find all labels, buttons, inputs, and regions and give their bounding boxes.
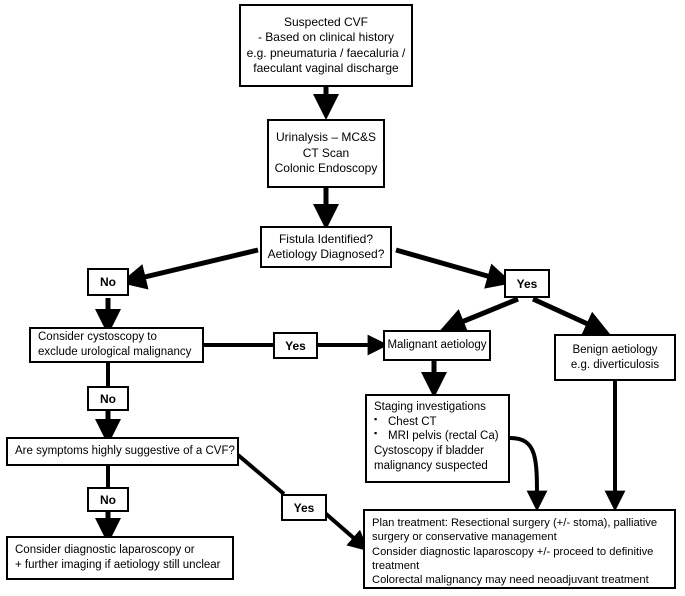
node-line: e.g. pneumaturia / faecaluria / — [246, 45, 406, 60]
node-line: treatment — [372, 559, 420, 572]
node-line: surgery or conservative management — [372, 531, 557, 544]
node-initial-investigations[interactable]: Urinalysis – MC&S CT Scan Colonic Endosc… — [267, 119, 385, 188]
edge-label-yes-fistula[interactable]: Yes — [504, 269, 550, 298]
edge-fistula-to-yes — [395, 247, 513, 289]
edge-staging-to-plan — [509, 436, 548, 512]
edge-label-text: No — [100, 492, 116, 507]
node-consider-cystoscopy[interactable]: Consider cystoscopy to exclude urologica… — [29, 327, 204, 363]
node-line: CT Scan — [302, 145, 350, 160]
node-line: - Based on clinical history — [257, 30, 395, 45]
edge-fistula-to-no — [120, 247, 259, 290]
node-plan-treatment[interactable]: Plan treatment: Resectional surgery (+/-… — [363, 509, 676, 589]
node-line: Consider diagnostic laparoscopy +/- proc… — [372, 545, 654, 558]
node-line: Plan treatment: Resectional surgery (+/-… — [372, 517, 658, 529]
edge-yes-to-plan — [323, 511, 369, 552]
edge-label-text: Yes — [516, 276, 538, 291]
node-line: Suspected CVF — [283, 14, 369, 29]
node-fistula-identified[interactable]: Fistula Identified? Aetiology Diagnosed? — [260, 226, 392, 268]
node-line: malignancy suspected — [374, 459, 488, 472]
node-line: Colorectal malignancy may need neoadjuva… — [372, 574, 649, 587]
edge-label-yes-symptoms[interactable]: Yes — [281, 494, 327, 521]
node-line: Are symptoms highly suggestive of a CVF? — [15, 445, 235, 458]
edge-label-yes-cystoscopy[interactable]: Yes — [273, 332, 318, 359]
edge-label-no-symptoms[interactable]: No — [87, 487, 129, 512]
node-suspected-cvf[interactable]: Suspected CVF - Based on clinical histor… — [239, 4, 413, 87]
edge-label-no-fistula[interactable]: No — [87, 268, 129, 296]
staging-heading: Staging investigations — [374, 401, 486, 413]
node-line: Cystoscopy if bladder — [374, 445, 484, 458]
node-line: Consider cystoscopy to — [38, 331, 157, 344]
node-staging-investigations[interactable]: Staging investigations Chest CT MRI pelv… — [365, 394, 510, 483]
node-line: Consider diagnostic laparoscopy or — [15, 544, 195, 557]
node-malignant-aetiology[interactable]: Malignant aetiology — [383, 330, 491, 361]
edge-yes-to-benign — [531, 296, 611, 336]
edge-label-text: No — [100, 275, 116, 289]
node-line: Benign aetiology — [572, 343, 658, 356]
edge-label-text: No — [100, 391, 116, 406]
node-line: e.g. diverticulosis — [570, 358, 660, 371]
node-line: faeculant vaginal discharge — [253, 60, 399, 75]
edge-symptoms-to-yes — [236, 453, 286, 496]
node-line: Malignant aetiology — [387, 339, 487, 352]
node-line: Urinalysis – MC&S — [275, 130, 377, 145]
edge-yes-to-malignant-branch — [439, 296, 519, 334]
edge-label-text: Yes — [285, 338, 306, 353]
node-line: Aetiology Diagnosed? — [267, 247, 385, 261]
staging-bullet: MRI pelvis (rectal Ca) — [374, 428, 499, 444]
node-line: Colonic Endoscopy — [274, 161, 378, 176]
staging-bullet: Chest CT — [374, 414, 437, 430]
edge-label-no-cystoscopy[interactable]: No — [87, 386, 129, 411]
node-benign-aetiology[interactable]: Benign aetiology e.g. diverticulosis — [554, 334, 676, 381]
node-diagnostic-laparoscopy[interactable]: Consider diagnostic laparoscopy or + fur… — [6, 536, 234, 580]
node-line: exclude urological malignancy — [38, 346, 192, 358]
node-line: + further imaging if aetiology still unc… — [15, 559, 221, 571]
node-line: Fistula Identified? — [278, 231, 374, 246]
node-symptoms-suggestive[interactable]: Are symptoms highly suggestive of a CVF? — [6, 437, 239, 466]
edge-label-text: Yes — [293, 500, 315, 515]
